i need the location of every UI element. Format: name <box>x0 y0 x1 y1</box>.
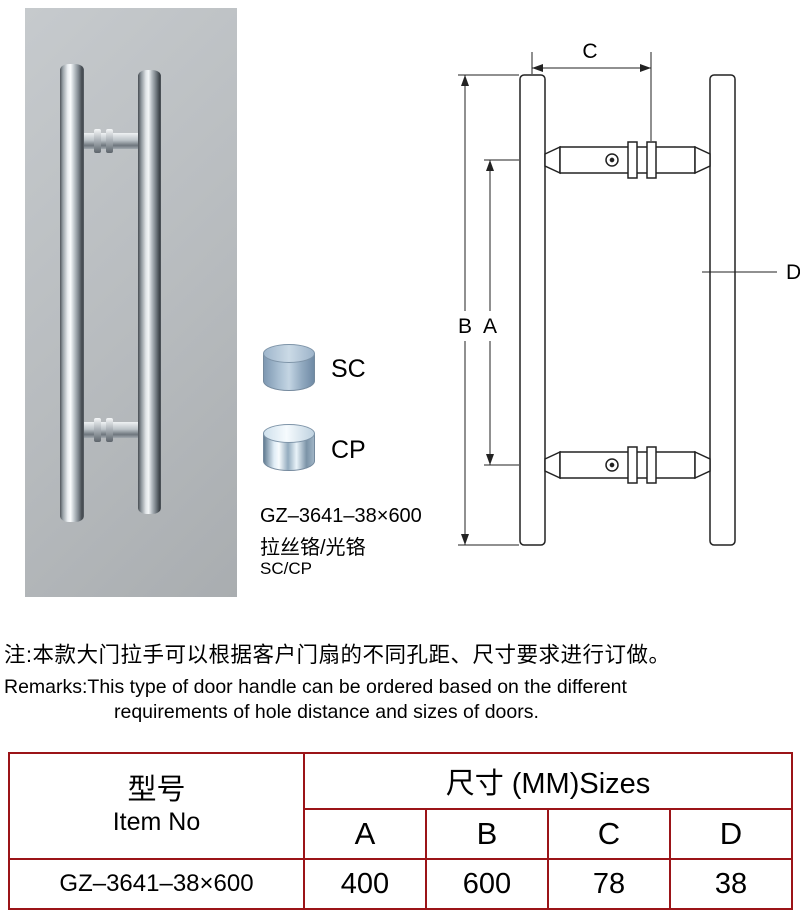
table-row: GZ–3641–38×600 400 600 78 38 <box>8 858 793 910</box>
drawing-bottom-screw-dot <box>609 462 615 468</box>
table-header-model: 型号 Item No <box>8 752 305 860</box>
drawing-top-bar-taper-right <box>694 145 711 175</box>
dim-label-b: B <box>458 315 472 338</box>
cp-finish-label: CP <box>331 436 366 464</box>
dim-label-d: D <box>786 261 800 284</box>
coupling-ring <box>94 129 101 153</box>
drawing-handle-body <box>519 74 736 546</box>
drawing-top-screw-dot <box>609 157 615 163</box>
table-header-model-en: Item No <box>112 808 201 837</box>
handle-crossbar-bottom <box>70 418 150 442</box>
drawing-bottom-bar-taper-left <box>544 450 561 480</box>
finish-codes: SC/CP <box>260 559 312 578</box>
remark-en-line1: Remarks:This type of door handle can be … <box>4 676 627 698</box>
cell-d: 38 <box>669 858 793 910</box>
finish-name-cn: 拉丝铬/光铬 <box>260 537 366 559</box>
product-code: GZ–3641–38×600 <box>260 505 422 527</box>
coupling-ring <box>106 418 113 442</box>
sc-finish-label: SC <box>331 355 366 383</box>
table-col-c: C <box>547 808 671 860</box>
remark-cn: 注:本款大门拉手可以根据客户门扇的不同孔距、尺寸要求进行订做。 <box>4 643 671 667</box>
sc-finish-swatch-icon <box>263 344 315 394</box>
dim-label-c: C <box>582 40 597 63</box>
table-col-b: B <box>425 808 549 860</box>
cell-item-no: GZ–3641–38×600 <box>8 858 305 910</box>
product-photo <box>25 8 237 597</box>
cp-finish-swatch-icon <box>263 424 315 474</box>
table-header-model-cn: 型号 <box>127 773 186 806</box>
dimension-arrows <box>461 64 651 545</box>
handle-tube-right <box>138 70 161 514</box>
table-header-sizes: 尺寸 (MM)Sizes <box>303 752 793 810</box>
cell-a: 400 <box>303 858 427 910</box>
sc-swatch-cap <box>263 344 315 363</box>
cp-swatch-cap <box>263 424 315 443</box>
cell-b: 600 <box>425 858 549 910</box>
drawing-top-flange-left <box>627 141 638 179</box>
coupling-ring <box>94 418 101 442</box>
handle-crossbar-top <box>70 129 150 153</box>
drawing-top-flange-right <box>646 141 657 179</box>
coupling-ring <box>106 129 113 153</box>
drawing-tube-left <box>519 74 546 546</box>
cell-c: 78 <box>547 858 671 910</box>
remark-en-line2: requirements of hole distance and sizes … <box>114 701 539 723</box>
drawing-bottom-flange-left <box>627 446 638 484</box>
dim-label-a: A <box>483 315 497 338</box>
drawing-bottom-bar-taper-right <box>694 450 711 480</box>
dimension-lines <box>458 52 777 546</box>
technical-drawing: C B A D <box>458 40 800 546</box>
drawing-top-bar-taper-left <box>544 145 561 175</box>
table-col-d: D <box>669 808 793 860</box>
spec-table: 型号 Item No 尺寸 (MM)Sizes A B C D GZ–3641–… <box>8 752 793 910</box>
remarks-block: 注:本款大门拉手可以根据客户门扇的不同孔距、尺寸要求进行订做。 Remarks:… <box>4 638 798 724</box>
drawing-bottom-flange-right <box>646 446 657 484</box>
table-col-a: A <box>303 808 427 860</box>
handle-tube-left <box>60 64 84 522</box>
drawing-tube-right <box>709 74 736 546</box>
